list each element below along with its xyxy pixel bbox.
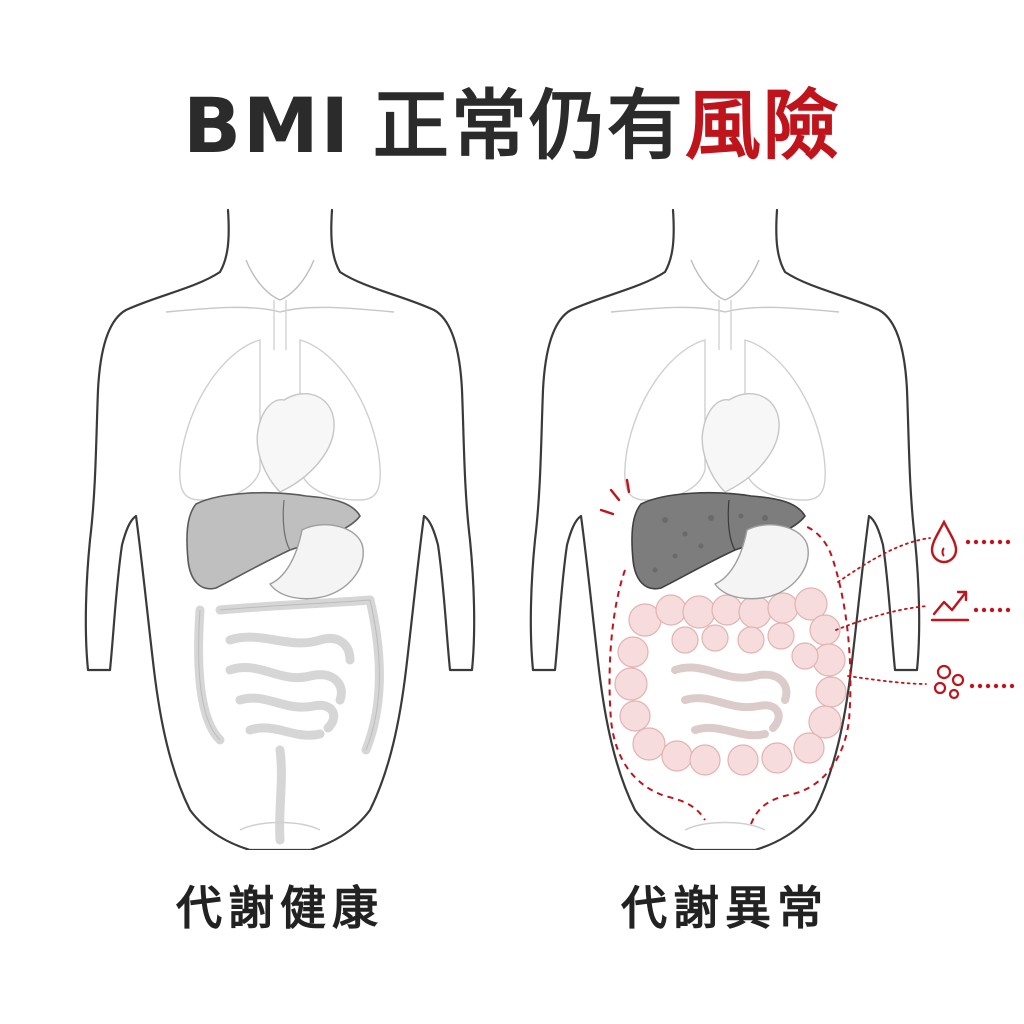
clavicle-detail bbox=[165, 306, 395, 313]
body-outline bbox=[529, 208, 921, 850]
neck-detail bbox=[690, 259, 760, 301]
intestines bbox=[194, 595, 384, 845]
abnormal-torso-figure bbox=[515, 200, 935, 850]
lung-right bbox=[299, 339, 381, 501]
abnormal-torso-illustration bbox=[529, 208, 921, 850]
intestines bbox=[671, 663, 791, 740]
trachea bbox=[718, 300, 732, 350]
alert-marks bbox=[599, 478, 631, 516]
clavicle-detail bbox=[610, 306, 840, 313]
rising-trend-icon bbox=[930, 590, 970, 622]
stomach bbox=[268, 524, 364, 600]
trachea bbox=[273, 300, 287, 350]
liver-texture bbox=[652, 513, 768, 573]
body-outline bbox=[84, 208, 476, 850]
liver-lobe-line bbox=[282, 499, 291, 551]
title-middle: 正常仍有 bbox=[372, 81, 685, 170]
abnormal-label: 代謝異常 bbox=[621, 881, 829, 935]
hip-detail bbox=[684, 821, 766, 831]
fatty-liver bbox=[631, 491, 806, 590]
hip-detail bbox=[239, 821, 321, 831]
healthy-torso-illustration bbox=[84, 208, 476, 850]
fat-cells-icon bbox=[933, 664, 965, 700]
title-prefix: BMI bbox=[183, 81, 351, 170]
heart bbox=[256, 393, 335, 493]
stomach bbox=[713, 524, 809, 600]
lung-left bbox=[624, 339, 706, 501]
visceral-fat bbox=[614, 587, 847, 776]
heart bbox=[701, 393, 780, 493]
intestine-outlines bbox=[198, 599, 380, 751]
visceral-fat-boundary bbox=[608, 525, 852, 825]
healthy-label: 代謝健康 bbox=[176, 881, 384, 935]
blood-drop-icon bbox=[930, 519, 958, 564]
liver-lobe-line bbox=[727, 499, 736, 551]
liver bbox=[186, 491, 361, 590]
lung-left bbox=[179, 339, 261, 501]
neck-detail bbox=[245, 259, 315, 301]
title-highlight: 風險 bbox=[684, 81, 841, 170]
lung-right bbox=[744, 339, 826, 501]
trailing-dots bbox=[965, 539, 1015, 689]
healthy-torso-figure bbox=[70, 200, 490, 850]
